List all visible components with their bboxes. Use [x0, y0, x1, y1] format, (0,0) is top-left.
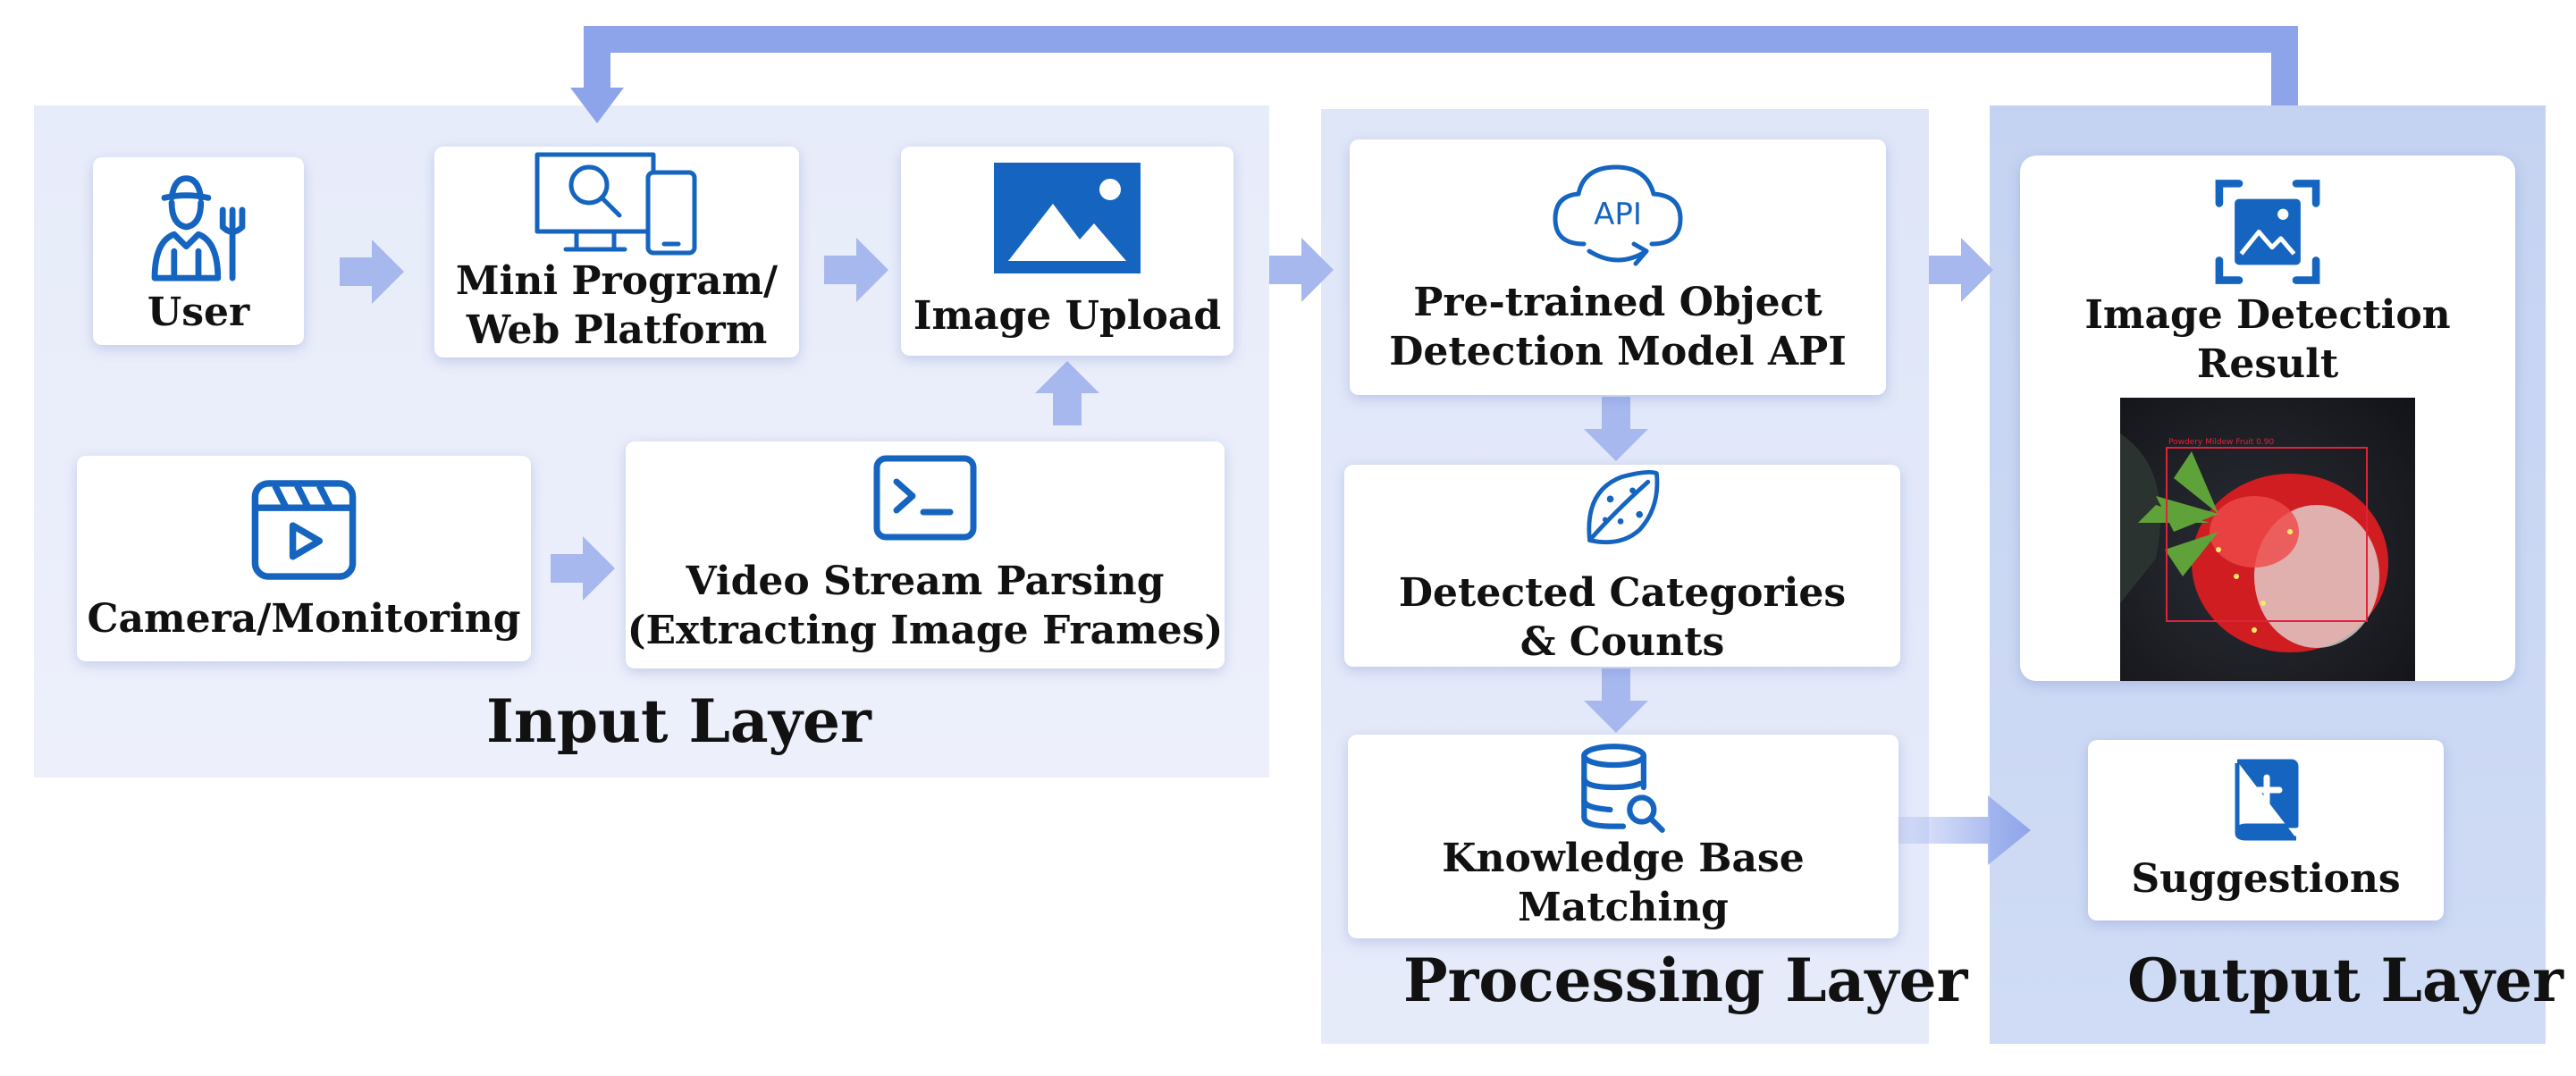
arrow-camera-to-video [551, 536, 615, 601]
suggestions-node: Suggestions [2088, 740, 2444, 920]
api-icon-text: API [1594, 197, 1642, 232]
detection-box-text: Powdery Mildew Fruit 0.90 [2168, 438, 2274, 447]
monitor-phone-icon [535, 152, 697, 256]
api-cloud-icon: API [1553, 164, 1683, 266]
farmer-icon [151, 174, 246, 282]
input-layer-label: Input Layer [486, 686, 871, 756]
api-node: API Pre-trained Object Detection Model A… [1350, 139, 1886, 395]
video-clapper-icon [251, 479, 357, 580]
categories-node: Detected Categories & Counts [1344, 465, 1900, 667]
camera-label: Camera/Monitoring [87, 595, 521, 642]
terminal-icon [873, 455, 977, 541]
detection-result-photo: Powdery Mildew Fruit 0.90 [2120, 397, 2415, 681]
leaf-icon [1587, 469, 1660, 545]
processing-layer-label: Processing Layer [1403, 946, 1968, 1015]
categories-label-line1: Detected Categories [1398, 570, 1847, 616]
platform-node: Mini Program/ Web Platform [434, 147, 799, 357]
arrow-api-to-categories [1584, 397, 1648, 461]
arrow-platform-to-upload [824, 238, 888, 302]
database-search-icon [1581, 744, 1665, 833]
knowledge-label-line1: Knowledge Base [1442, 836, 1805, 881]
user-node: User [93, 157, 304, 345]
book-plus-icon [2235, 759, 2299, 840]
video-label-line1: Video Stream Parsing [686, 559, 1165, 604]
result-label: Image Detection Result [2084, 291, 2451, 387]
platform-label-line2: Web Platform [466, 307, 768, 353]
result-node: Image Detection Result Powdery Mildew Fr… [2020, 156, 2515, 681]
arrow-user-to-platform [340, 240, 404, 304]
api-label-line1: Pre-trained Object [1413, 280, 1823, 325]
image-icon [994, 162, 1141, 273]
arrow-upload-to-api [1269, 238, 1334, 302]
image-upload-label: Image Upload [913, 292, 1222, 339]
arrow-video-to-upload [1035, 361, 1099, 425]
video-parsing-node: Video Stream Parsing (Extracting Image F… [626, 441, 1225, 668]
suggestions-label: Suggestions [2131, 855, 2401, 902]
api-label-line2: Detection Model API [1389, 329, 1847, 374]
image-scan-icon [2215, 180, 2320, 284]
output-layer-label: Output Layer [2127, 946, 2563, 1015]
image-upload-node: Image Upload [901, 147, 1233, 356]
arrow-categories-to-knowledge [1584, 668, 1648, 733]
arrow-api-to-result [1929, 238, 1993, 302]
platform-label-line1: Mini Program/ [455, 258, 779, 304]
video-label-line2: (Extracting Image Frames) [627, 608, 1224, 653]
feedback-loop-arrow [570, 26, 2298, 123]
camera-node: Camera/Monitoring [77, 456, 531, 661]
categories-label-line2: & Counts [1520, 619, 1725, 665]
arrow-knowledge-to-suggestions [1898, 795, 2031, 865]
knowledge-node: Knowledge Base Matching [1348, 735, 1898, 938]
knowledge-label-line2: Matching [1518, 885, 1729, 930]
user-label: User [147, 289, 250, 335]
